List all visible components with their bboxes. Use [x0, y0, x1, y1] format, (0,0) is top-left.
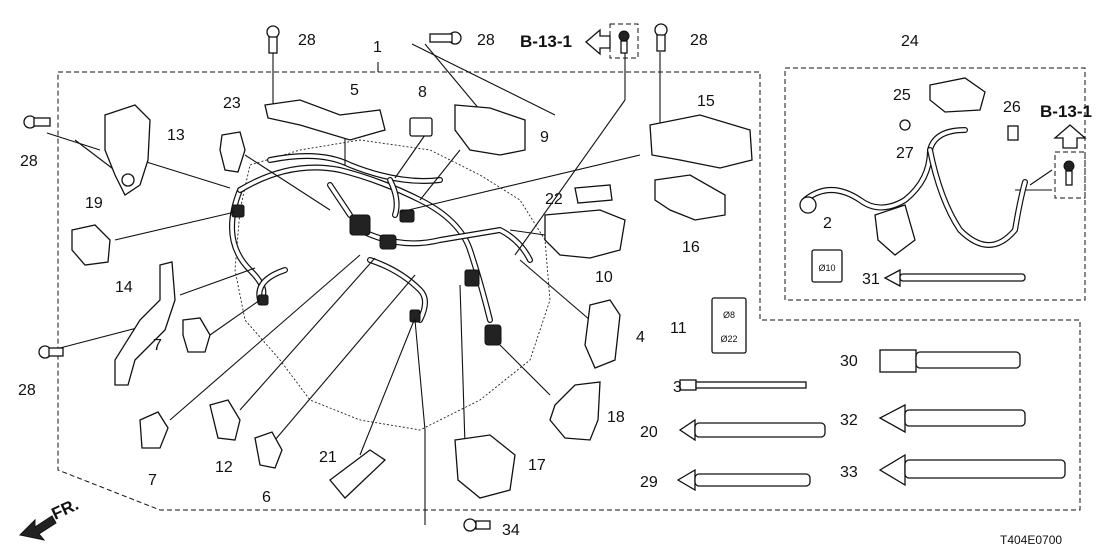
callout-9: 9	[540, 129, 549, 146]
part-27-nut[interactable]	[899, 119, 911, 131]
part-10-box[interactable]	[544, 209, 626, 259]
part-b13-bolt-right[interactable]	[1054, 151, 1086, 199]
callout-21: 21	[319, 449, 337, 466]
callout-15: 15	[697, 93, 715, 110]
callout-31: 31	[862, 271, 880, 288]
callout-7-upper: 7	[153, 337, 162, 354]
callout-32: 32	[840, 412, 858, 429]
callout-19: 19	[85, 195, 103, 212]
part-33-tie[interactable]	[878, 453, 1066, 487]
part-26-bolt[interactable]	[1007, 125, 1019, 141]
part-22-cover[interactable]	[574, 184, 613, 204]
part-34-bolt[interactable]	[463, 518, 491, 532]
part-15-bracket[interactable]	[649, 114, 753, 169]
callout-28-top-right: 28	[690, 32, 708, 49]
callout-22: 22	[545, 191, 563, 208]
ref-label-left: B-13-1	[520, 32, 572, 51]
callout-7-lower: 7	[148, 472, 157, 489]
callout-3: 3	[673, 379, 682, 396]
callout-14: 14	[115, 279, 133, 296]
part-19-connector[interactable]	[71, 224, 111, 266]
part-25-connector[interactable]	[929, 77, 986, 113]
callout-29: 29	[640, 474, 658, 491]
leader-lines	[46, 43, 1053, 525]
callout-5: 5	[350, 82, 359, 99]
part-29-tie[interactable]	[676, 468, 811, 492]
callout-28-top-center: 28	[477, 32, 495, 49]
callout-27: 27	[896, 145, 914, 162]
callout-10: 10	[595, 269, 613, 286]
part-8-clip[interactable]	[409, 117, 433, 137]
part-13-bracket[interactable]	[104, 104, 151, 196]
part-11-size-top: Ø8	[723, 310, 735, 320]
part-30-tie[interactable]	[879, 349, 1021, 373]
callout-6: 6	[262, 489, 271, 506]
callout-28-upper-left: 28	[20, 153, 38, 170]
engine-outline	[234, 139, 551, 431]
callout-8: 8	[418, 84, 427, 101]
main-wire-harness[interactable]	[229, 153, 533, 346]
front-direction-indicator: FR.	[18, 495, 82, 541]
part-23-clip[interactable]	[219, 131, 246, 173]
part-18-bracket[interactable]	[549, 381, 601, 441]
part-9-bracket[interactable]	[454, 104, 526, 156]
part-20-tie[interactable]	[678, 418, 826, 442]
part-28-bolt-top[interactable]	[266, 25, 280, 54]
part-4-connector[interactable]	[584, 299, 621, 369]
part-31-tie[interactable]	[883, 268, 1026, 288]
part-11-tag[interactable]: Ø8 Ø22	[711, 297, 747, 354]
part-7-clip-lower[interactable]	[139, 411, 169, 449]
part-b13-bolt-top[interactable]	[609, 23, 639, 59]
part-21-connector[interactable]	[329, 449, 387, 499]
callout-16: 16	[682, 239, 700, 256]
callout-30: 30	[840, 353, 858, 370]
callout-26: 26	[1003, 99, 1021, 116]
ref-arrow-right[interactable]: B-13-1	[1040, 102, 1092, 149]
callout-2: 2	[823, 215, 832, 232]
diagram-code: T404E0700	[1000, 533, 1062, 547]
part-28-bolt-lower-left[interactable]	[38, 345, 64, 359]
callout-1: 1	[373, 39, 382, 56]
part-28-bolt-upper-left[interactable]	[23, 115, 51, 129]
part-14-bracket[interactable]	[114, 261, 176, 386]
part-3-tie[interactable]	[679, 379, 807, 391]
callout-24: 24	[901, 33, 919, 50]
callout-25: 25	[893, 87, 911, 104]
part-2-size: Ø10	[818, 263, 835, 273]
callout-12: 12	[215, 459, 233, 476]
callout-28-lower-left: 28	[18, 382, 36, 399]
callout-4: 4	[636, 329, 645, 346]
callout-20: 20	[640, 424, 658, 441]
part-6-clip[interactable]	[254, 431, 283, 469]
ref-label-right: B-13-1	[1040, 102, 1092, 121]
callout-23: 23	[223, 95, 241, 112]
callout-33: 33	[840, 464, 858, 481]
callout-28-top: 28	[298, 32, 316, 49]
callout-13: 13	[167, 127, 185, 144]
part-2-clip[interactable]: Ø10	[811, 249, 843, 283]
part-17-bracket[interactable]	[454, 434, 516, 499]
part-5-bracket[interactable]	[264, 99, 386, 141]
callout-17: 17	[528, 457, 546, 474]
part-28-bolt-top-center[interactable]	[429, 31, 462, 45]
main-assembly-outline	[57, 67, 1086, 511]
ref-arrow-left[interactable]: B-13-1	[520, 28, 611, 56]
part-24-battery-cable[interactable]	[799, 127, 1028, 256]
callout-numbers: 1 2 3 4 5 6 7 7 8 9 10 11 12 13 14 15 16…	[18, 32, 1021, 539]
callout-18: 18	[607, 409, 625, 426]
part-7-clip-upper[interactable]	[182, 317, 211, 353]
callout-34: 34	[502, 522, 520, 539]
part-28-bolt-top-right[interactable]	[654, 23, 668, 52]
part-16-bracket[interactable]	[654, 174, 726, 221]
callout-11: 11	[670, 320, 687, 337]
part-32-tie[interactable]	[878, 403, 1026, 434]
part-11-size-bottom: Ø22	[720, 334, 737, 344]
part-12-connector[interactable]	[209, 399, 241, 441]
